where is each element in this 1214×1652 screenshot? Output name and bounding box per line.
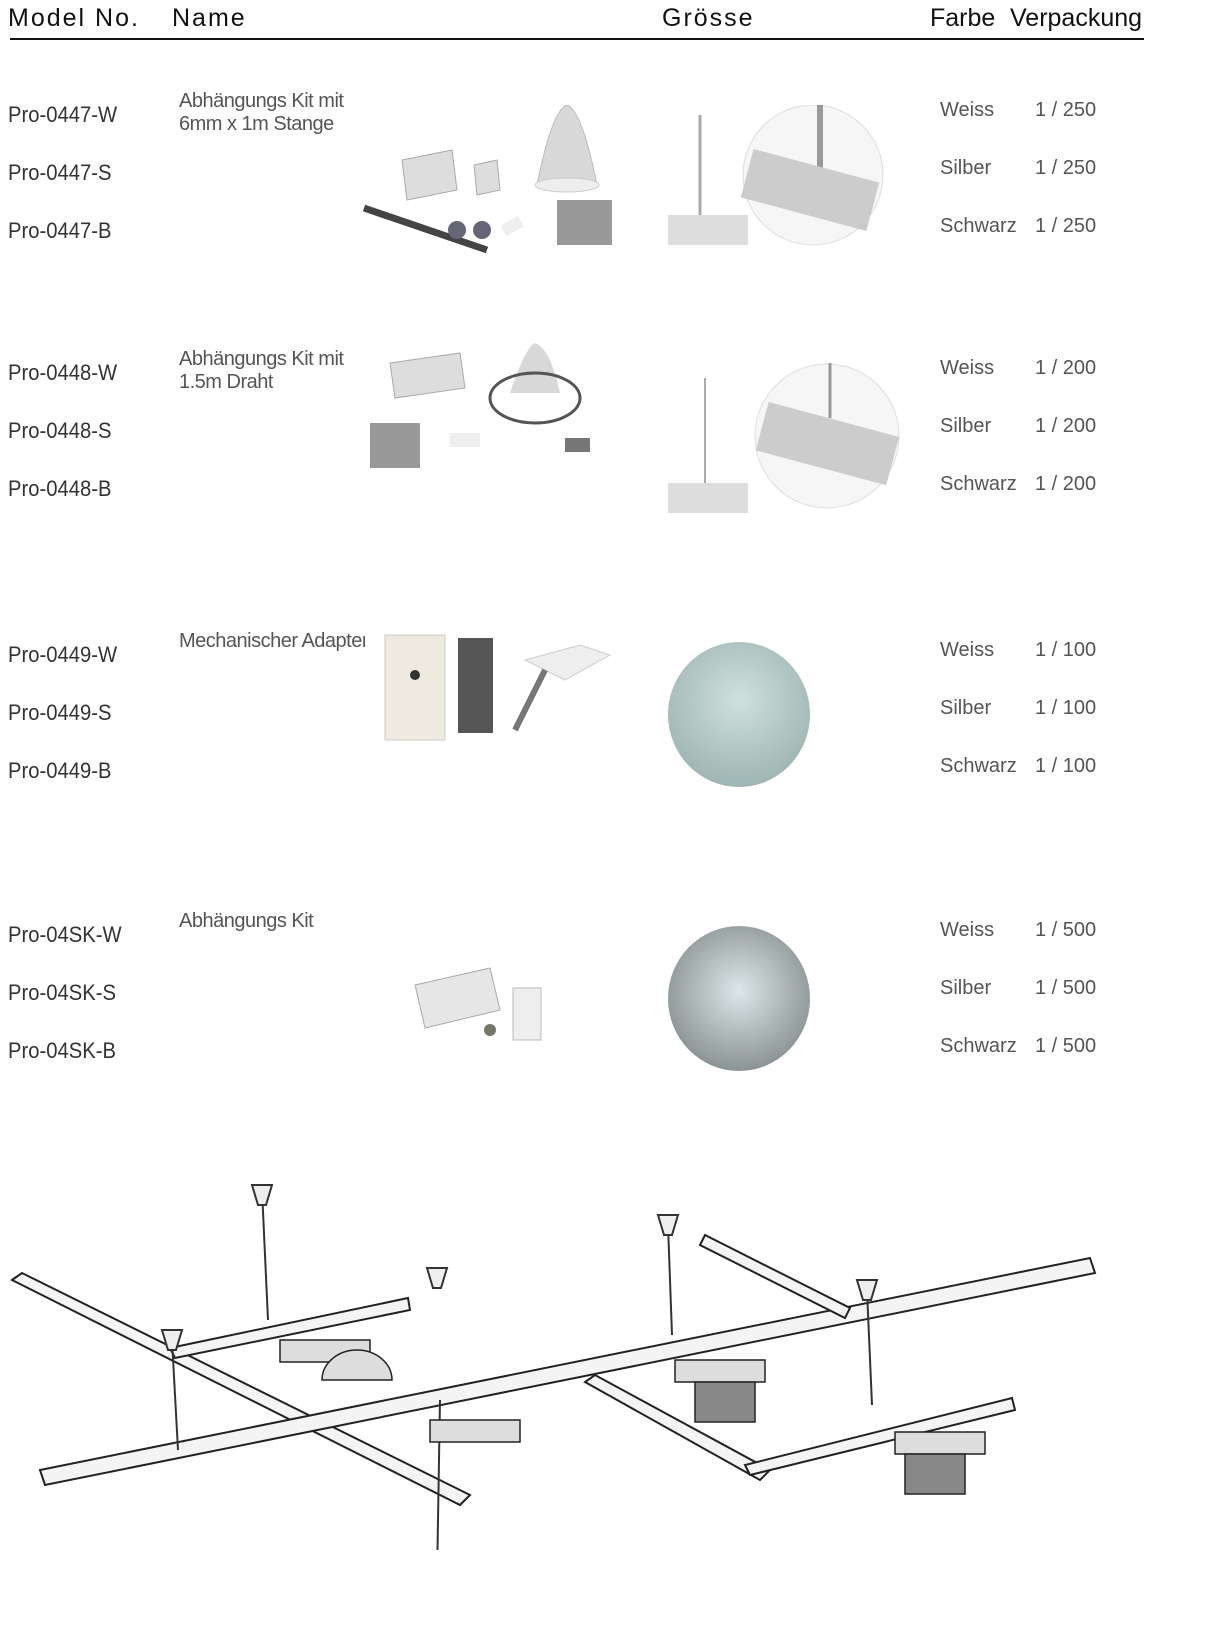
variant-verpackung: 1 / 250 <box>1035 157 1097 179</box>
variant-model: Pro-04SK-B <box>8 1038 116 1063</box>
variant-model: Pro-0448-W <box>8 360 118 385</box>
size-illustration <box>668 105 884 246</box>
variant-model: Pro-0449-B <box>8 758 112 783</box>
variant-farbe: Silber <box>940 697 992 719</box>
variant-verpackung: 1 / 500 <box>1035 919 1097 941</box>
track-system-illustration <box>10 1184 1097 1550</box>
name-line: 1.5m Draht <box>179 371 273 393</box>
product-photo <box>384 634 612 741</box>
variant-verpackung: 1 / 200 <box>1035 415 1097 437</box>
variant-farbe: Weiss <box>940 639 995 661</box>
name-line: Abhängungs Kit mit <box>179 348 344 370</box>
variant-farbe: Schwarz <box>940 473 1017 495</box>
size-illustration <box>668 642 810 787</box>
name-line: Abhängungs Kit mit <box>179 90 344 112</box>
variant-farbe: Silber <box>940 977 992 999</box>
variant-farbe: Weiss <box>940 99 995 121</box>
variant-model: Pro-0447-B <box>8 218 112 243</box>
header-farbe: Farbe <box>930 4 996 32</box>
size-illustration <box>668 363 900 513</box>
variant-verpackung: 1 / 200 <box>1035 473 1097 495</box>
variant-farbe: Silber <box>940 157 992 179</box>
name-line: 6mm x 1m Stange <box>179 113 334 135</box>
header-groesse: Grösse <box>662 4 755 32</box>
header-rule <box>10 38 1144 40</box>
product-photo <box>370 343 590 468</box>
name-line: Mechanischer Adapter <box>179 630 365 652</box>
variant-verpackung: 1 / 100 <box>1035 639 1097 661</box>
variant-verpackung: 1 / 250 <box>1035 99 1097 121</box>
variant-farbe: Schwarz <box>940 755 1017 777</box>
variant-farbe: Schwarz <box>940 1035 1017 1057</box>
name-line: Abhängungs Kit <box>179 910 314 932</box>
variant-verpackung: 1 / 250 <box>1035 215 1097 237</box>
variant-verpackung: 1 / 100 <box>1035 697 1097 719</box>
variant-model: Pro-0447-W <box>8 102 118 127</box>
size-illustration <box>668 926 810 1071</box>
header-verpackung: Verpackung <box>1010 4 1143 32</box>
variant-model: Pro-04SK-W <box>8 922 122 947</box>
variant-farbe: Silber <box>940 415 992 437</box>
variant-model: Pro-0448-B <box>8 476 112 501</box>
variant-verpackung: 1 / 100 <box>1035 755 1097 777</box>
variant-verpackung: 1 / 500 <box>1035 1035 1097 1057</box>
variant-farbe: Weiss <box>940 919 995 941</box>
header-model: Model No. <box>8 4 140 32</box>
product-name: Abhängungs Kit <box>179 910 365 933</box>
variant-verpackung: 1 / 500 <box>1035 977 1097 999</box>
variant-model: Pro-0449-S <box>8 700 112 725</box>
variant-model: Pro-0447-S <box>8 160 112 185</box>
product-photo <box>362 105 612 254</box>
variant-verpackung: 1 / 200 <box>1035 357 1097 379</box>
product-name: Mechanischer Adapter <box>179 630 365 653</box>
variant-farbe: Weiss <box>940 357 995 379</box>
product-section-0449: Mechanischer Adapter Pro-0449-W Weiss 1 / … <box>0 630 1214 840</box>
variant-farbe: Schwarz <box>940 215 1017 237</box>
header-name: Name <box>172 4 247 32</box>
variant-model: Pro-0448-S <box>8 418 112 443</box>
variant-model: Pro-0449-W <box>8 642 118 667</box>
variant-model: Pro-04SK-S <box>8 980 116 1005</box>
product-photo <box>414 967 542 1041</box>
